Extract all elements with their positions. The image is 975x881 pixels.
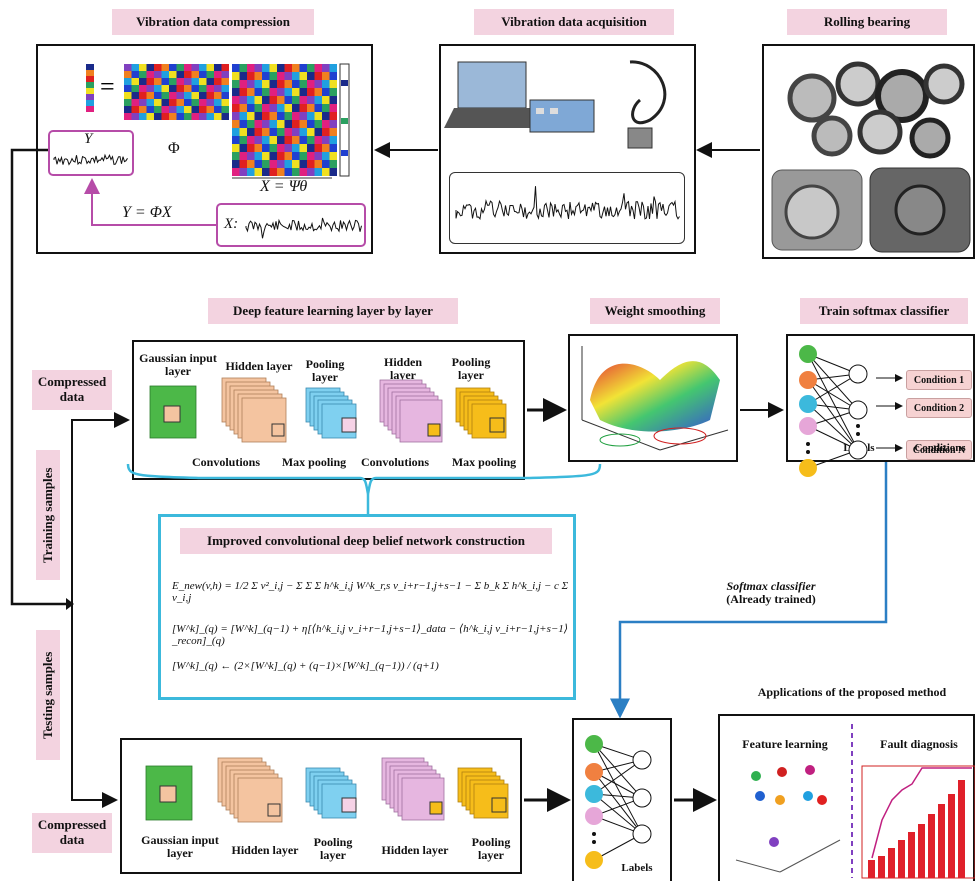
convolutions-label-1: Convolutions — [191, 455, 261, 469]
softmax-trained-note: Softmax classifier (Already trained) — [696, 579, 846, 607]
convolutions-label-2: Convolutions — [360, 455, 430, 469]
energy-equation: E_new(v,h) = 1/2 Σ v²_i,j − Σ Σ Σ h^k_i,… — [172, 580, 569, 604]
fault-diagnosis-label: Fault diagnosis — [880, 737, 958, 751]
sparse-basis-matrix — [232, 64, 337, 176]
y-signal-box — [48, 130, 134, 176]
y-signal-waveform — [53, 153, 128, 166]
hidden-layer-label-1: Hidden layer — [225, 359, 293, 373]
weight-smoothing-equation: [W^k]_(q) ← (2×[W^k]_(q) + (q−1)×[W^k]_(… — [172, 660, 439, 672]
surface-plot — [581, 346, 729, 451]
svg-text:=: = — [100, 72, 115, 101]
cdbn-bottom-layers — [145, 757, 509, 823]
x-label: X: — [224, 216, 239, 232]
weight-update-equation: [W^k]_(q) = [W^k]_(q−1) + η[⟨h^k_i,j v_i… — [172, 623, 569, 647]
cdbn-construction-title: Improved convolutional deep belief netwo… — [180, 528, 552, 554]
weight-smoothing-title: Weight smoothing — [590, 298, 720, 324]
applications-title: Applications of the proposed method — [757, 685, 947, 700]
compression-title: Vibration data compression — [112, 9, 314, 35]
pooling-layer-label-2: Pooling layer — [451, 355, 491, 383]
daq-box-icon — [529, 99, 595, 133]
acquired-signal-box — [449, 172, 685, 244]
pooling-layer-label-bottom-2: Pooling layer — [471, 835, 511, 863]
engine-photo — [771, 167, 971, 253]
x-signal-waveform — [245, 217, 362, 239]
scatter-plot — [735, 765, 841, 873]
bearing-title: Rolling bearing — [787, 9, 947, 35]
compressed-data-bottom: Compressed data — [32, 813, 112, 853]
theta-vector — [339, 63, 350, 177]
phi-label: Φ — [168, 140, 180, 157]
test-labels-caption: Labels — [621, 862, 653, 874]
gaussian-input-layer-label: Gaussian input layer — [139, 351, 217, 379]
x-equation: X = Ψθ — [260, 178, 308, 195]
softmax-note-line2: (Already trained) — [726, 592, 816, 607]
condition-1: Condition 1 — [906, 370, 972, 390]
hidden-layer-label-bottom-1: Hidden layer — [231, 843, 299, 857]
laptop-icon — [444, 61, 540, 128]
acquisition-panel — [439, 44, 696, 254]
neural-net-icon — [799, 345, 903, 477]
train-softmax-title: Train softmax classifier — [800, 298, 968, 324]
color-vector-y — [86, 64, 94, 112]
pooling-layer-label-bottom-1: Pooling layer — [313, 835, 353, 863]
bar-chart — [861, 765, 975, 879]
softmax-note-line1: Softmax classifier — [726, 579, 816, 593]
feature-learning-label: Feature learning — [742, 737, 828, 751]
acquired-signal-waveform — [455, 186, 680, 220]
hidden-layer-label-bottom-2: Hidden layer — [381, 843, 449, 857]
acquisition-title: Vibration data acquisition — [474, 9, 674, 35]
measurement-matrix-phi — [124, 64, 229, 120]
max-pooling-label-2: Max pooling — [451, 455, 517, 469]
test-neural-net-icon — [585, 735, 652, 869]
conditions-caption: Conditions — [914, 442, 966, 454]
bearing-photo — [787, 61, 965, 159]
gaussian-input-layer-label-bottom: Gaussian input layer — [141, 833, 219, 861]
hidden-layer-label-2: Hidden layer — [383, 355, 422, 383]
x-signal-box — [216, 203, 366, 247]
condition-n: Condition N — [906, 440, 972, 460]
max-pooling-label-1: Max pooling — [281, 455, 347, 469]
cdbn-top-layers — [149, 377, 507, 443]
y-label: Y — [84, 131, 93, 147]
condition-2: Condition 2 — [906, 398, 972, 418]
deep-learning-title: Deep feature learning layer by layer — [208, 298, 458, 324]
pooling-layer-label-1: Pooling layer — [305, 357, 345, 385]
y-equation: Y = ΦX — [122, 204, 172, 221]
compressed-data-top: Compressed data — [32, 370, 112, 410]
sensor-icon — [627, 60, 667, 149]
